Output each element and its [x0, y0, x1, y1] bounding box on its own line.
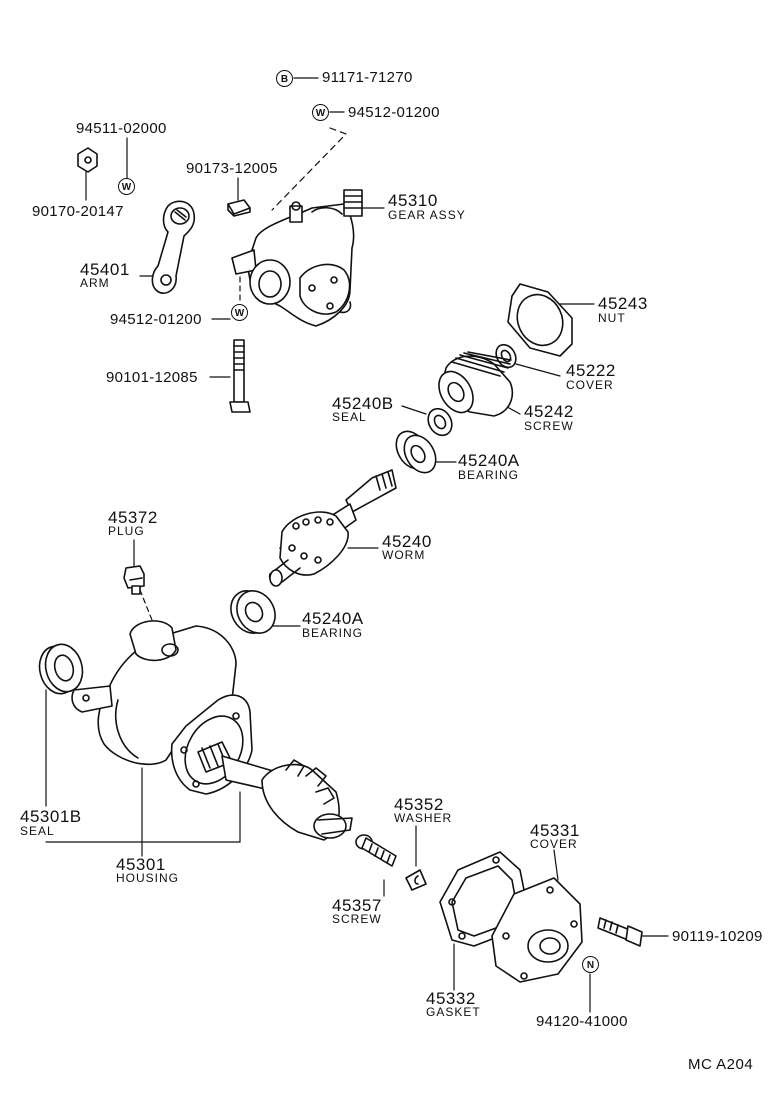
- part-name-45240: WORM: [382, 548, 426, 562]
- part-name-45240B: SEAL: [332, 410, 367, 424]
- nut-90173-drawing: [227, 199, 251, 217]
- part-number-45401: 45401: [80, 260, 130, 279]
- part-number-45240A-top: 45240A: [458, 451, 520, 470]
- part-name-45243: NUT: [598, 311, 626, 325]
- adjust-nut-drawing: [507, 283, 573, 357]
- bearing-upper-drawing: [395, 430, 437, 474]
- part-number-45332: 45332: [426, 989, 476, 1008]
- part-name-45310: GEAR ASSY: [388, 208, 466, 222]
- part-name-45301B: SEAL: [20, 824, 55, 838]
- seal-45240B-drawing: [427, 407, 453, 437]
- part-name-45222: COVER: [566, 378, 614, 392]
- part-number-45331: 45331: [530, 821, 580, 840]
- part-name-45332: GASKET: [426, 1005, 481, 1019]
- sector-shaft-drawing: [197, 741, 353, 841]
- marker-w-badge-top: W: [312, 104, 329, 121]
- screw-45357-drawing: [355, 834, 397, 867]
- part-number-45310: 45310: [388, 191, 438, 210]
- part-number-45240: 45240: [382, 532, 432, 551]
- housing-drawing: [38, 620, 253, 795]
- part-number-45357: 45357: [332, 896, 382, 915]
- part-number-45243: 45243: [598, 294, 648, 313]
- part-number-90170: 90170-20147: [32, 203, 124, 220]
- marker-w-badge-94511: W: [118, 178, 135, 195]
- marker-b-badge: B: [276, 70, 293, 87]
- part-name-45301: HOUSING: [116, 871, 180, 885]
- part-number-90119: 90119-10209: [672, 928, 763, 945]
- diagram-code: MC A204: [688, 1056, 754, 1073]
- bolt-90119-drawing: [597, 917, 643, 947]
- adjust-screw-drawing: [438, 351, 514, 417]
- part-number-45222: 45222: [566, 361, 616, 380]
- pitman-arm-drawing: [151, 200, 196, 294]
- marker-w-badge-mid: W: [231, 304, 248, 321]
- part-number-94512-top: 94512-01200: [348, 104, 440, 121]
- part-name-45242: SCREW: [524, 419, 574, 433]
- part-name-45240A-bot: BEARING: [302, 626, 364, 640]
- part-name-45401: ARM: [80, 276, 110, 290]
- part-number-45301: 45301: [116, 855, 166, 874]
- part-number-45240B: 45240B: [332, 394, 394, 413]
- bolt-90101-drawing: [229, 339, 251, 413]
- part-name-45352: WASHER: [394, 811, 453, 825]
- marker-n-badge: N: [582, 956, 599, 973]
- part-number-45242: 45242: [524, 402, 574, 421]
- worm-shaft-drawing: [268, 469, 397, 587]
- part-name-45357: SCREW: [332, 912, 382, 926]
- cover-45331-drawing: [491, 877, 583, 983]
- plug-drawing: [123, 565, 145, 595]
- part-number-45372: 45372: [108, 508, 158, 527]
- part-number-91171: 91171-71270: [322, 69, 413, 86]
- part-number-94512-mid: 94512-01200: [110, 311, 202, 328]
- part-number-90173: 90173-12005: [186, 160, 278, 177]
- part-number-45240A-bot: 45240A: [302, 609, 364, 628]
- bearing-lower-drawing: [230, 590, 276, 634]
- part-name-45240A-top: BEARING: [458, 468, 520, 482]
- part-name-45372: PLUG: [108, 524, 145, 538]
- gear-assy-drawing: [231, 189, 363, 327]
- part-number-45301B: 45301B: [20, 807, 82, 826]
- part-number-45352: 45352: [394, 795, 444, 814]
- part-number-94511: 94511-02000: [76, 120, 167, 137]
- part-number-90101: 90101-12085: [106, 369, 198, 386]
- washer-drawing: [405, 869, 427, 891]
- part-number-94120: 94120-41000: [536, 1013, 628, 1030]
- part-name-45331: COVER: [530, 837, 578, 851]
- nut-90170-drawing: [77, 147, 98, 173]
